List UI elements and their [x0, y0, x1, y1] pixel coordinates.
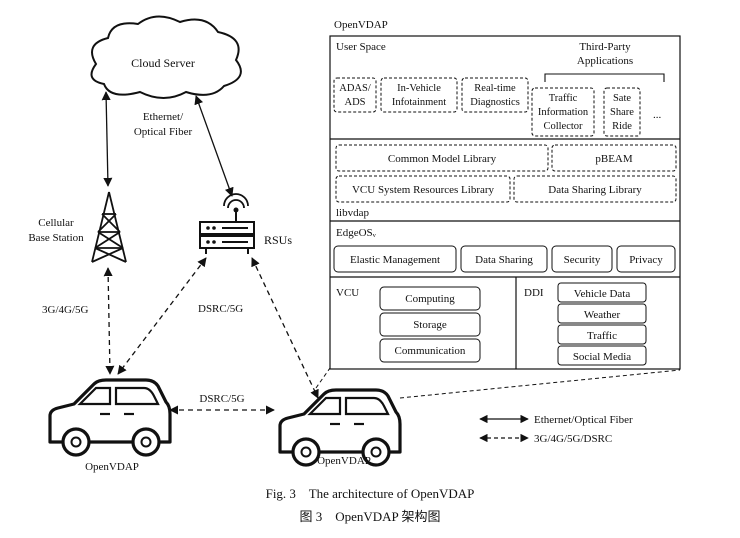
legend-dashed-label: 3G/4G/5G/DSRC	[534, 433, 612, 445]
app-traffic-line2: Information	[538, 107, 589, 118]
data-sharing-label: Data Sharing	[475, 254, 533, 266]
rsu-router-icon	[199, 193, 255, 254]
vcu-system-resources-library-box	[335, 175, 511, 203]
dsrc-v2v-label: DSRC/5G	[199, 393, 244, 405]
vehicle-2-label: OpenVDAP	[317, 455, 371, 467]
legend-solid-label: Ethernet/Optical Fiber	[534, 414, 633, 426]
privacy-box	[616, 245, 676, 273]
data-sharing-library-label: Data Sharing Library	[548, 184, 642, 196]
computing-box	[379, 286, 481, 311]
cloud-to-basestation-link	[101, 91, 113, 187]
common-model-library-label: Common Model Library	[388, 153, 497, 165]
vehicle-1-label: OpenVDAP	[85, 461, 139, 473]
app-traffic-line3: Collector	[543, 121, 583, 132]
ddi-title: DDI	[524, 287, 544, 299]
vehicle-1-car-icon	[48, 378, 172, 457]
zoom-line-right	[399, 369, 681, 399]
app-share-ride-box	[603, 87, 641, 137]
cellular-link	[103, 267, 115, 375]
communication-box	[379, 338, 481, 363]
caption-chinese: 图 3 OpenVDAP 架构图	[299, 509, 440, 524]
third-party-title-1: Third-Party	[579, 41, 631, 53]
rsu-to-car2-link	[251, 257, 319, 399]
cellular-link-label: 3G/4G/5G	[42, 304, 89, 316]
dsrc-rsu-label: DSRC/5G	[198, 303, 243, 315]
cloud-to-rsu-link	[194, 95, 234, 197]
rsu-to-car1-link	[117, 257, 207, 375]
cloud-link-label-2: Optical Fiber	[134, 126, 193, 138]
app-diagnostics-line1: Real-time	[474, 83, 516, 94]
vehicle-2-car-icon	[278, 388, 402, 467]
app-adas-line1: ADAS/	[339, 83, 371, 94]
pbeam-label: pBEAM	[595, 153, 633, 165]
data-sharing-box	[460, 245, 548, 273]
vehicle-data-label: Vehicle Data	[574, 288, 631, 300]
app-diagnostics-line2: Diagnostics	[470, 97, 520, 108]
vcu-system-resources-library-label: VCU System Resources Library	[352, 184, 495, 196]
base-station-label-2: Base Station	[28, 232, 84, 244]
app-adas-box	[333, 77, 377, 113]
app-ride-line2: Share	[610, 107, 634, 118]
base-station-label-1: Cellular	[38, 217, 74, 229]
weather-box	[557, 303, 647, 324]
communication-label: Communication	[395, 345, 466, 357]
security-box	[551, 245, 613, 273]
base-station-tower-icon	[91, 191, 127, 263]
app-adas-line2: ADS	[344, 97, 365, 108]
privacy-label: Privacy	[629, 254, 663, 266]
social-media-box	[557, 345, 647, 366]
rsu-label: RSUs	[264, 233, 292, 247]
caption-english: Fig. 3 The architecture of OpenVDAP	[266, 486, 475, 501]
app-ride-line3: Ride	[612, 121, 632, 132]
app-infotainment-line2: Infotainment	[392, 97, 446, 108]
storage-label: Storage	[413, 319, 447, 331]
elastic-management-box	[333, 245, 457, 273]
app-traffic-collector-box	[531, 87, 595, 137]
traffic-box	[557, 324, 647, 345]
vehicle-data-box	[557, 282, 647, 303]
computing-label: Computing	[405, 293, 455, 305]
more-apps-ellipsis: ...	[653, 109, 662, 121]
common-model-library-box	[335, 144, 549, 172]
data-sharing-library-box	[513, 175, 677, 203]
pbeam-box	[551, 144, 677, 172]
app-ride-line1: Sate	[613, 93, 631, 104]
cloud-link-label-1: Ethernet/	[143, 111, 184, 123]
zoom-line-left	[315, 367, 331, 389]
user-space-title: User Space	[336, 41, 386, 53]
storage-box	[379, 312, 481, 337]
third-party-title-2: Applications	[577, 55, 633, 67]
elastic-management-label: Elastic Management	[350, 254, 440, 266]
third-party-bracket	[544, 73, 665, 82]
openvdap-panel-title: OpenVDAP	[334, 19, 388, 31]
vcu-title: VCU	[336, 287, 359, 299]
libvdap-title: libvdap	[336, 207, 369, 219]
cloud-server-icon	[90, 15, 242, 99]
weather-label: Weather	[584, 309, 621, 321]
app-infotainment-line1: In-Vehicle	[397, 83, 441, 94]
app-infotainment-box	[380, 77, 458, 113]
edgeos-title: EdgeOSᵥ	[336, 227, 377, 239]
app-diagnostics-box	[461, 77, 529, 113]
app-traffic-line1: Traffic	[549, 93, 578, 104]
traffic-label: Traffic	[587, 330, 617, 342]
social-media-label: Social Media	[573, 351, 631, 363]
security-label: Security	[564, 254, 601, 266]
cloud-server-label: Cloud Server	[131, 56, 195, 70]
